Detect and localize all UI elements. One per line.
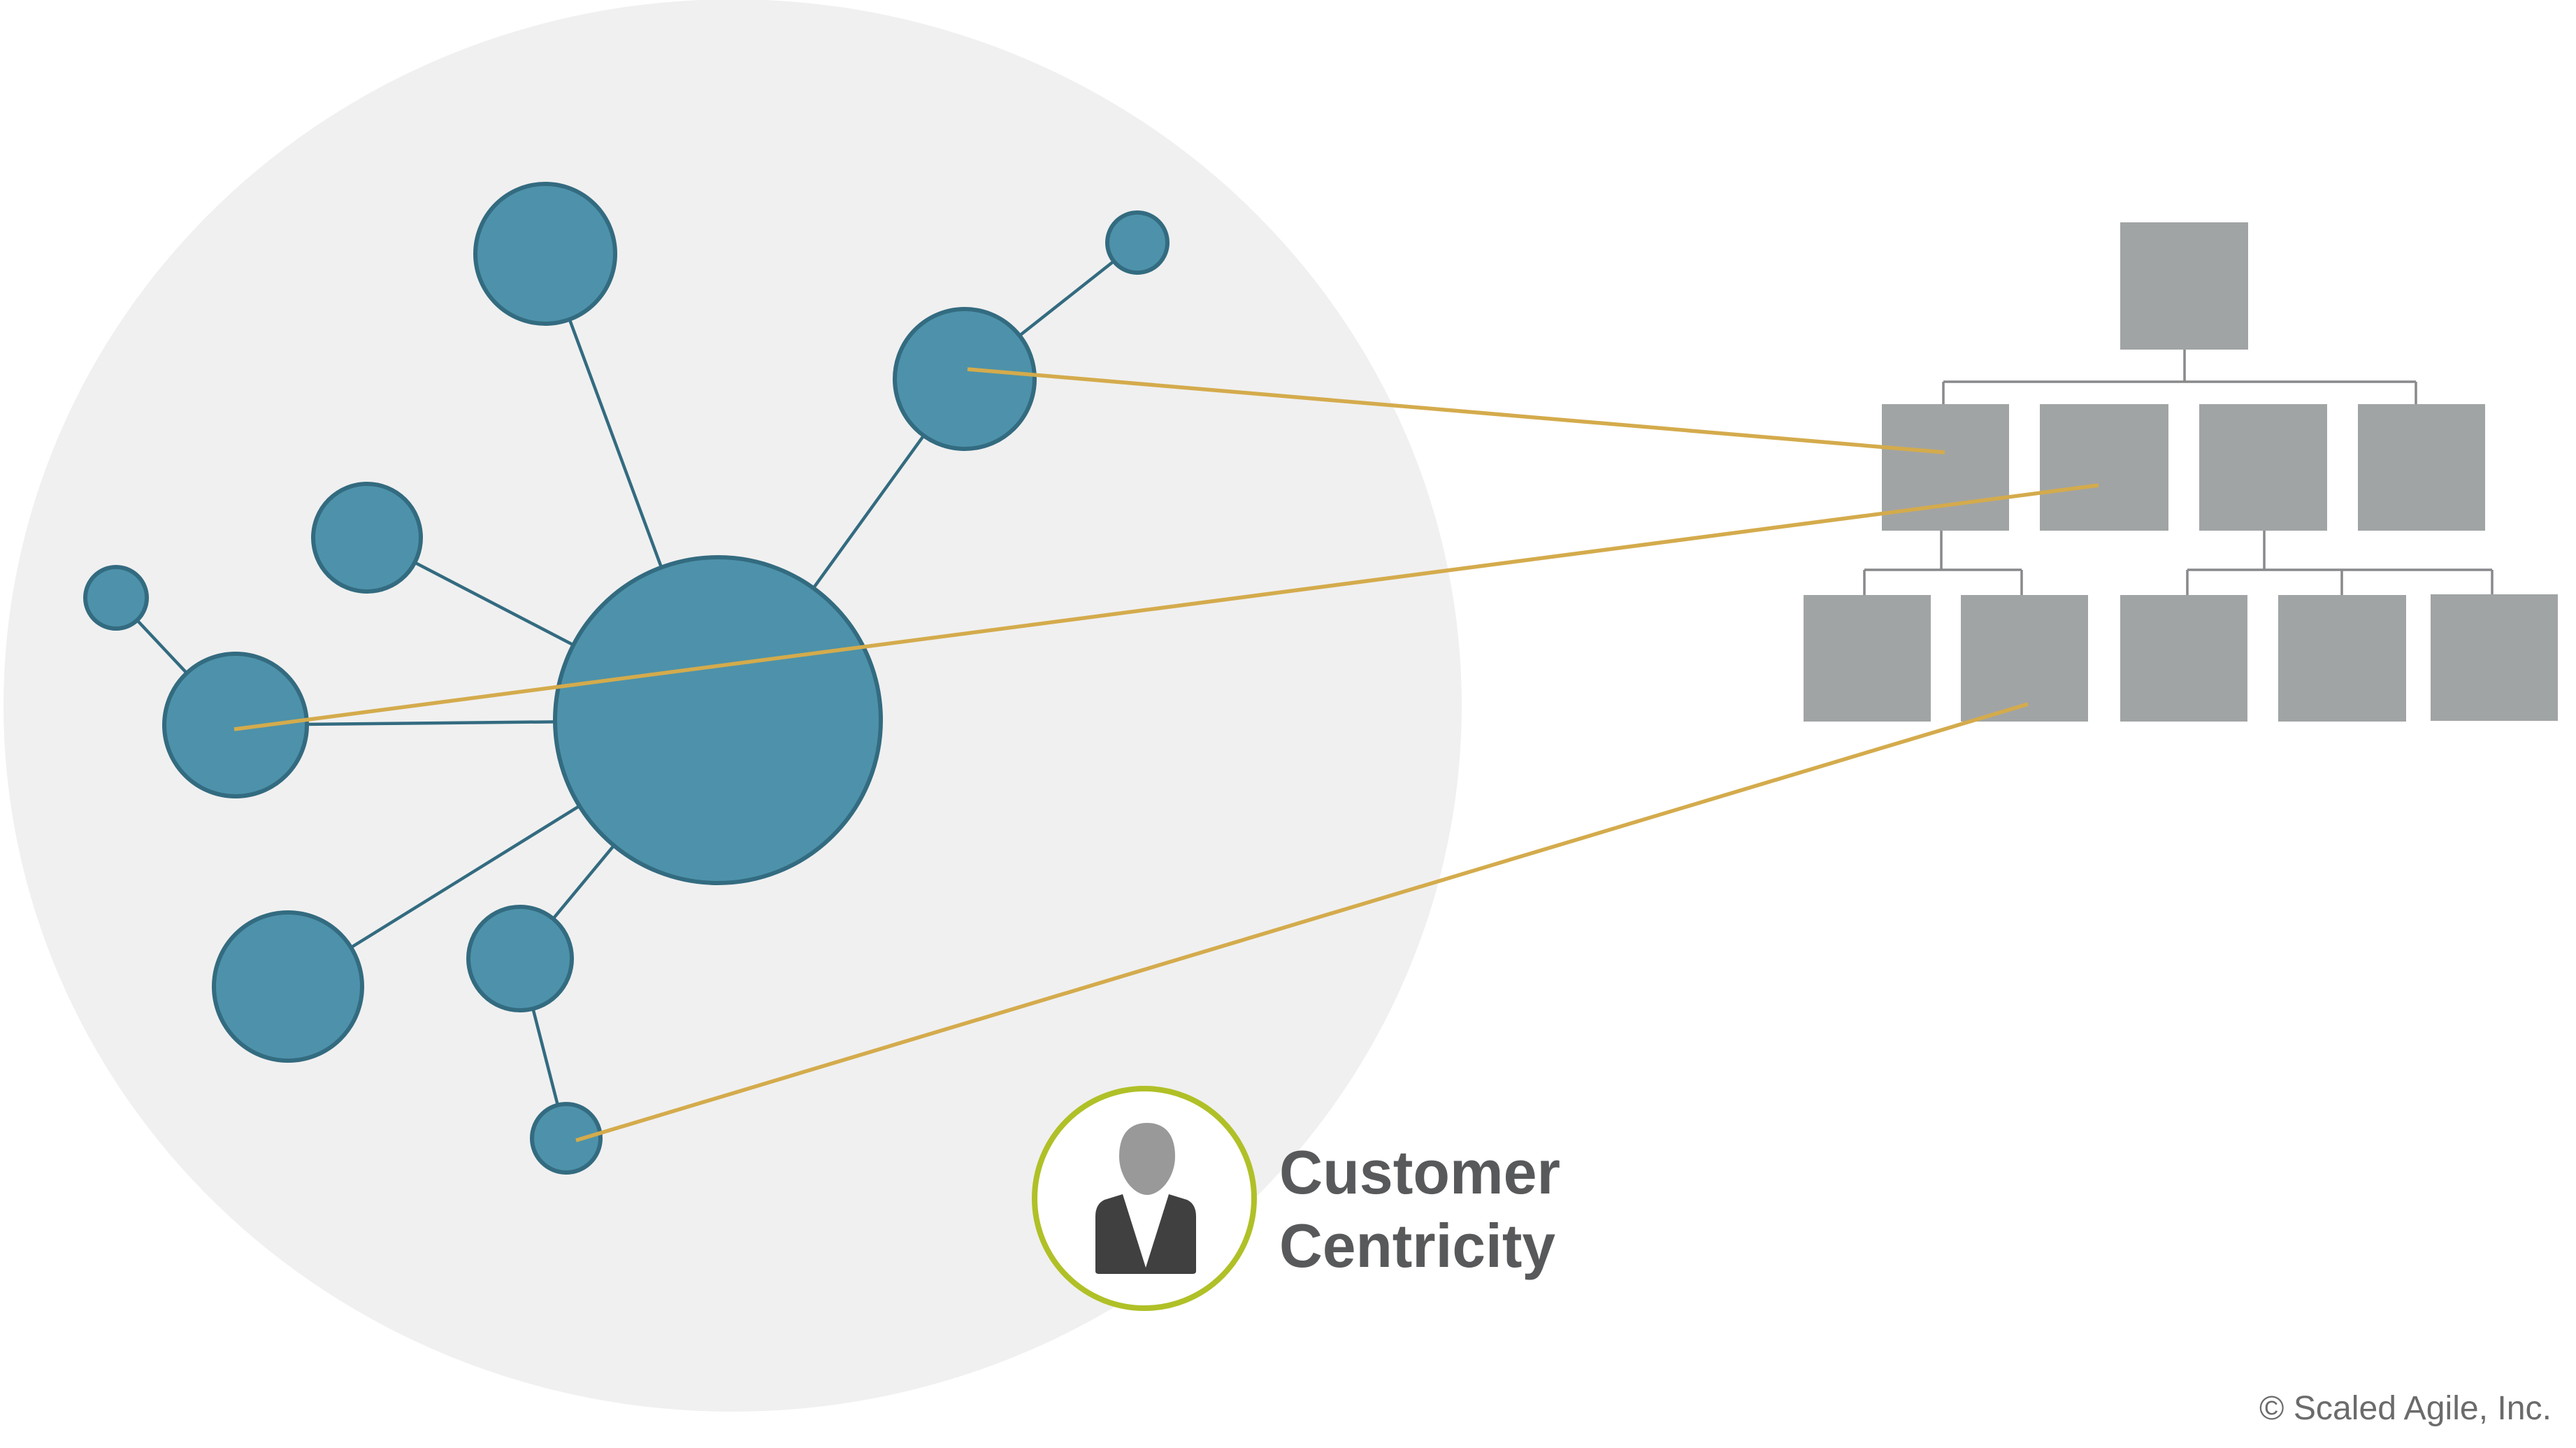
- org-box-l3-a: [1804, 595, 1931, 722]
- customer-ring: [1032, 1086, 1257, 1311]
- person-icon: [1095, 1123, 1196, 1274]
- customer-label-line2: Centricity: [1279, 1211, 1555, 1280]
- org-box-l3-d: [2278, 595, 2406, 722]
- mapping-line-upper-right-to-l2-a: [967, 367, 1945, 454]
- person-head: [1119, 1123, 1175, 1195]
- network-node-top: [473, 182, 617, 326]
- mapping-line-left-to-l2-b: [233, 483, 2099, 731]
- org-box-l2-b: [2040, 404, 2168, 531]
- customer-centricity-badge: Customer Centricity: [1032, 1086, 1560, 1311]
- org-box-ceo: [2120, 222, 2248, 350]
- org-chart: [1804, 222, 2558, 722]
- network-nodes: [83, 182, 1170, 1175]
- mapping-line-bottom-tiny-to-l3-b: [575, 702, 2029, 1142]
- org-chart-connectors: [1863, 350, 2494, 595]
- network-node-bottom-small: [466, 905, 574, 1012]
- network-node-bottom-left: [212, 910, 364, 1063]
- network-node-left: [162, 652, 309, 798]
- network-node-top-right-tiny: [1105, 210, 1170, 275]
- person-body: [1095, 1194, 1196, 1274]
- org-box-l3-c: [2120, 595, 2247, 722]
- org-box-l2-d: [2358, 404, 2485, 531]
- network-node-upper-right: [893, 307, 1037, 451]
- org-box-l3-e: [2431, 594, 2558, 721]
- copyright-notice: © Scaled Agile, Inc.: [2259, 1390, 2552, 1427]
- network-node-bottom-tiny: [530, 1102, 603, 1175]
- mapping-lines: [233, 367, 2099, 1142]
- org-box-l3-b: [1961, 595, 2088, 722]
- org-box-l2-c: [2199, 404, 2327, 531]
- network-node-hub: [553, 555, 883, 885]
- network-node-mid-left: [311, 482, 423, 594]
- customer-label-line1: Customer: [1279, 1138, 1560, 1207]
- network-node-left-tiny: [83, 565, 149, 631]
